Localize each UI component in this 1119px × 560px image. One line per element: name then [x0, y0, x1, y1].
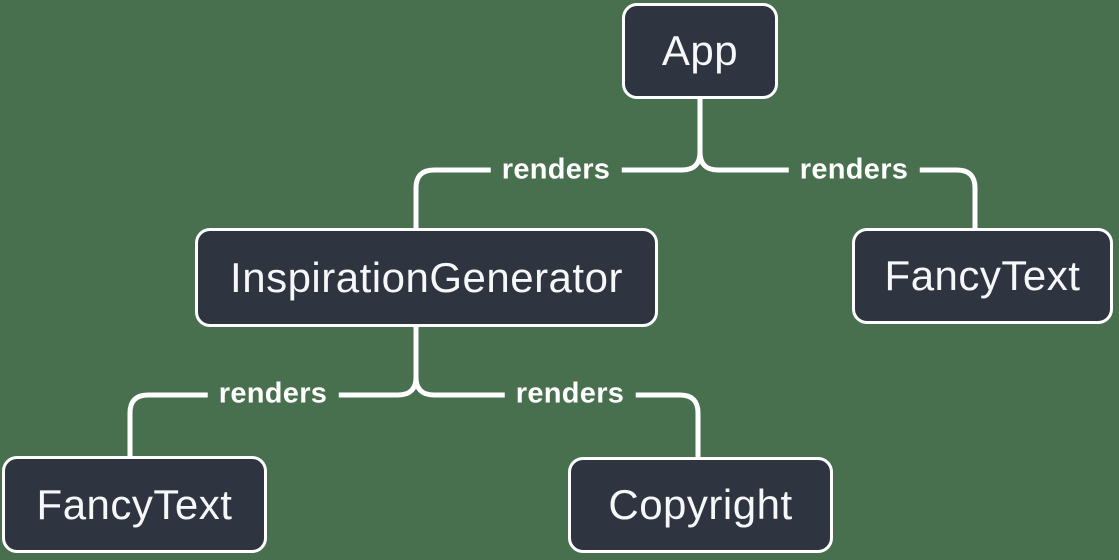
node-copyright-label: Copyright: [608, 481, 793, 528]
node-inspiration-generator: InspirationGenerator: [195, 228, 658, 327]
node-copyright: Copyright: [568, 457, 833, 553]
node-fancy-text-bottom-label: FancyText: [36, 480, 233, 528]
edge-label-app-inspiration-generator: renders: [490, 151, 622, 189]
node-fancy-text-top-label: FancyText: [884, 252, 1081, 299]
node-fancy-text-bottom: FancyText: [2, 456, 267, 553]
edge-label-inspiration-generator-fancy-text: renders: [207, 375, 339, 413]
node-app: App: [622, 3, 778, 99]
node-fancy-text-top: FancyText: [852, 228, 1113, 324]
node-app-label: App: [661, 27, 739, 74]
edge-label-inspiration-generator-copyright: renders: [504, 375, 636, 413]
edge-label-app-fancy-text: renders: [788, 151, 920, 189]
node-inspiration-generator-label: InspirationGenerator: [230, 253, 623, 301]
